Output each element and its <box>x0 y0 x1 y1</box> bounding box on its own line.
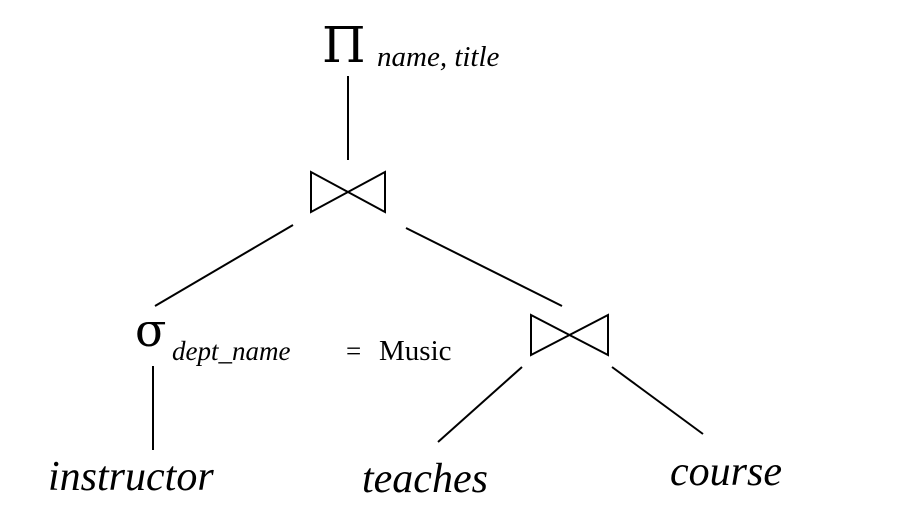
edge-top-join-to-selection <box>154 224 294 307</box>
projection-attributes: name, title <box>377 41 500 73</box>
edge-right-join-to-course <box>611 366 704 435</box>
top-join-bowtie-icon <box>310 170 386 214</box>
right-join-bowtie-icon <box>530 313 609 357</box>
selection-condition-value: Music <box>379 335 452 367</box>
projection-symbol: Π <box>322 16 366 74</box>
selection-symbol: σ <box>135 303 166 357</box>
top-join-node <box>310 170 386 214</box>
right-join-node <box>530 313 609 357</box>
selection-condition-operator: = <box>346 336 361 366</box>
selection-condition-attribute: dept_name <box>172 336 290 366</box>
relation-course: course <box>670 449 782 495</box>
relation-instructor: instructor <box>48 454 214 500</box>
edge-right-join-to-teaches <box>437 366 523 443</box>
edge-top-join-to-right-join <box>405 227 563 307</box>
relation-teaches: teaches <box>362 456 488 502</box>
projection-node: Π name, title <box>322 16 500 74</box>
selection-node: σ dept_name = Music <box>135 303 452 367</box>
